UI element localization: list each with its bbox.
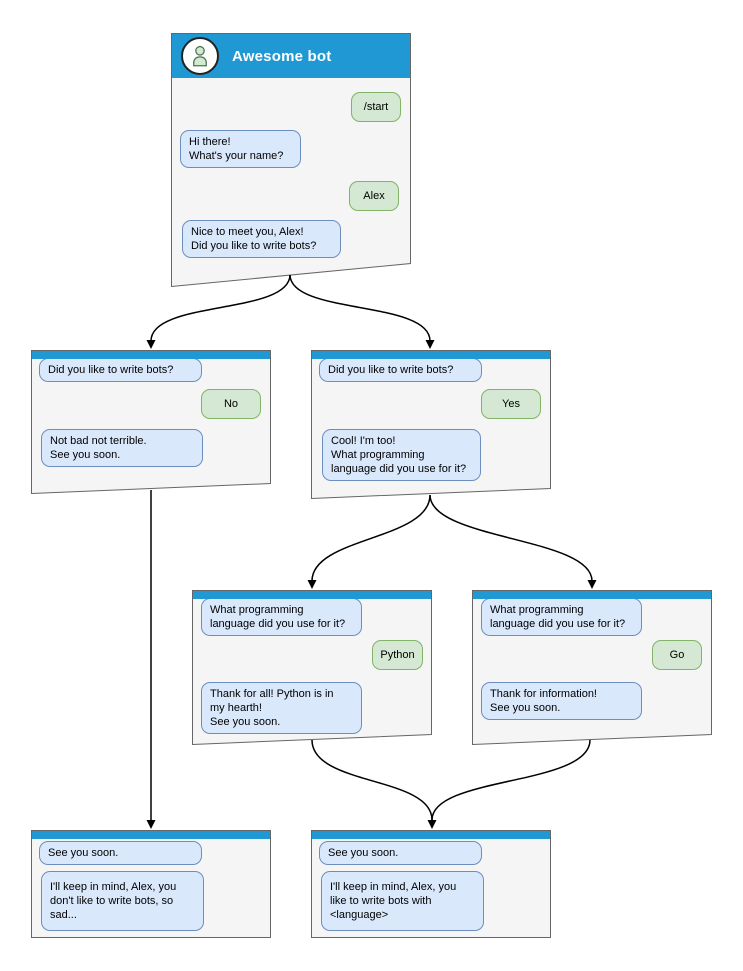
bot-response: Thank for information! See you soon. — [481, 682, 642, 720]
arrowhead — [146, 820, 156, 829]
window-titlebar — [312, 351, 550, 359]
arrowhead — [427, 820, 437, 829]
bot-message-ask-bots: Nice to meet you, Alex! Did you like to … — [182, 220, 341, 258]
window-title: Awesome bot — [232, 47, 332, 65]
user-answer-go: Go — [652, 640, 702, 670]
chat-window-main: Awesome bot /start Hi there! What's your… — [171, 33, 411, 287]
user-message-name: Alex — [349, 181, 399, 211]
bot-message-greeting: Hi there! What's your name? — [180, 130, 301, 168]
arrow-go-to-final — [431, 739, 591, 821]
arrowhead — [425, 340, 435, 349]
chat-window-branch-python: What programming language did you use fo… — [192, 590, 432, 745]
bot-response: Cool! I'm too! What programming language… — [322, 429, 481, 481]
bot-message-detail: I'll keep in mind, Alex, you don't like … — [41, 871, 204, 931]
bot-message-detail: I'll keep in mind, Alex, you like to wri… — [321, 871, 484, 931]
avatar — [181, 37, 219, 75]
bot-question: What programming language did you use fo… — [481, 598, 642, 636]
bot-response: Not bad not terrible. See you soon. — [41, 429, 203, 467]
chat-window-branch-go: What programming language did you use fo… — [472, 590, 712, 745]
window-titlebar — [32, 831, 270, 839]
chat-window-final-no: See you soon. I'll keep in mind, Alex, y… — [31, 830, 271, 938]
user-message-start: /start — [351, 92, 401, 122]
bot-response: Thank for all! Python is in my hearth! S… — [201, 682, 362, 734]
arrow-python-to-final — [311, 739, 433, 821]
bot-question: What programming language did you use fo… — [201, 598, 362, 636]
arrowhead — [307, 580, 317, 589]
arrowhead — [587, 580, 597, 589]
bot-question: Did you like to write bots? — [319, 358, 482, 382]
user-answer-yes: Yes — [481, 389, 541, 419]
chat-window-branch-no: Did you like to write bots? No Not bad n… — [31, 350, 271, 494]
chat-window-branch-yes: Did you like to write bots? Yes Cool! I'… — [311, 350, 551, 499]
person-icon — [193, 45, 207, 67]
window-titlebar — [473, 591, 711, 599]
arrowhead — [146, 340, 156, 349]
bot-message-see-you: See you soon. — [319, 841, 482, 865]
arrow-yes-to-python — [311, 494, 431, 582]
window-titlebar — [312, 831, 550, 839]
bot-question: Did you like to write bots? — [39, 358, 202, 382]
bot-message-see-you: See you soon. — [39, 841, 202, 865]
window-titlebar — [193, 591, 431, 599]
arrow-yes-to-go — [429, 494, 593, 582]
chat-window-final-yes: See you soon. I'll keep in mind, Alex, y… — [311, 830, 551, 938]
user-answer-python: Python — [372, 640, 423, 670]
user-answer-no: No — [201, 389, 261, 419]
window-header: Awesome bot — [172, 34, 410, 78]
window-titlebar — [32, 351, 270, 359]
